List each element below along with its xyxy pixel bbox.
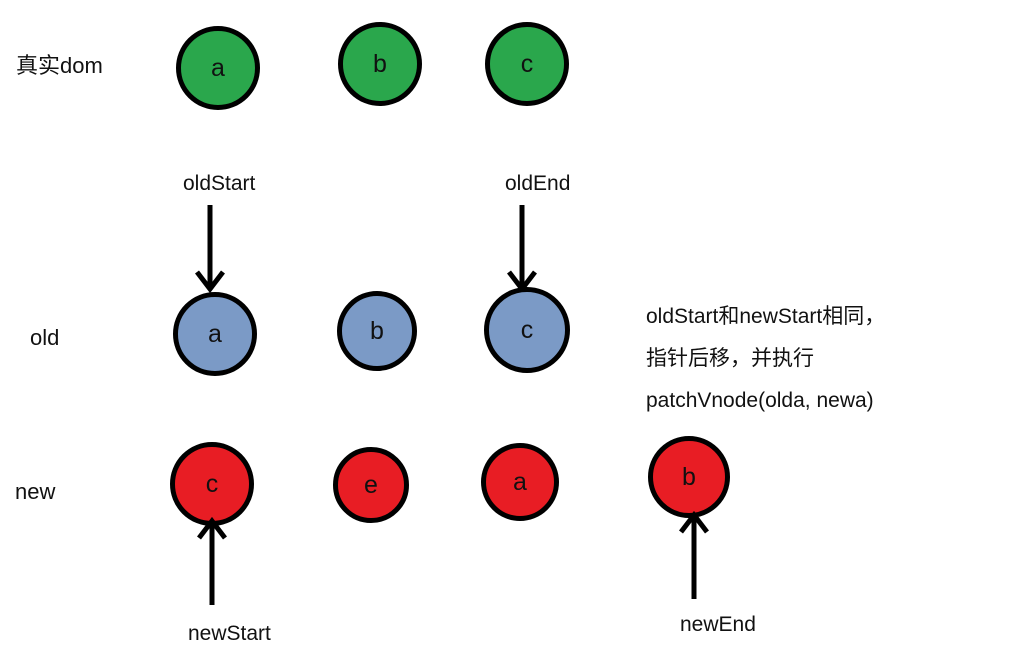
new-end-pointer-label: newEnd [680, 613, 756, 636]
new-end-arrow-up-icon [679, 510, 709, 599]
node-real-dom-a: a [176, 26, 260, 110]
old-start-pointer-label: oldStart [183, 172, 256, 195]
new-start-pointer-label: newStart [188, 622, 271, 645]
node-old-a: a [173, 292, 257, 376]
node-new-a: a [481, 443, 559, 521]
node-new-c: c [170, 442, 254, 526]
annotation-line-1: oldStart和newStart相同， [646, 305, 886, 328]
node-old-b: b [337, 291, 417, 371]
old-end-pointer-label: oldEnd [505, 172, 571, 195]
node-real-dom-b: b [338, 22, 422, 106]
new-row-label: new [15, 479, 56, 504]
annotation-text: oldStart和newStart相同， 指针后移，并执行 patchVnode… [646, 296, 885, 422]
old-row-label: old [30, 325, 60, 350]
node-real-dom-c: c [485, 22, 569, 106]
node-new-b: b [648, 436, 730, 518]
old-end-arrow-down-icon [507, 205, 537, 294]
old-start-arrow-down-icon [195, 205, 225, 294]
real-dom-row-label: 真实dom [16, 53, 103, 78]
node-old-c: c [484, 287, 570, 373]
new-start-arrow-up-icon [197, 516, 227, 605]
annotation-line-2: 指针后移，并执行 [646, 347, 814, 370]
node-new-e: e [333, 447, 409, 523]
annotation-line-3: patchVnode(olda, newa) [646, 389, 874, 412]
